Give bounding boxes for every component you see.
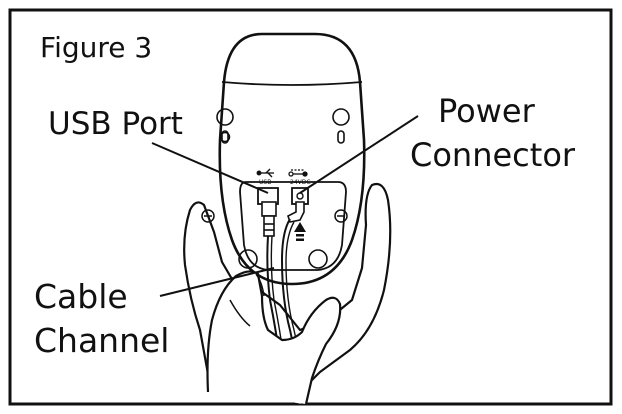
power-icon-text: 24VDC: [290, 179, 311, 186]
power-connector-label-line1: Power: [438, 92, 535, 130]
hand-thumb-line: [255, 273, 265, 297]
cable-channel-label-line2: Channel: [34, 321, 170, 360]
foot-left: [238, 249, 258, 269]
cable-leader-line: [159, 267, 275, 297]
left-side-marker: [201, 209, 215, 223]
mounting-holes: [216, 108, 350, 144]
hand-finger-line: [229, 299, 251, 327]
usb-port-icon: [256, 168, 274, 178]
power-connector-label-line2: Connector: [410, 136, 576, 174]
scanner-top-band: [221, 81, 363, 86]
right-side-marker: [334, 209, 348, 223]
usb-cable-plug: [261, 201, 277, 237]
power-leader-line: [299, 115, 419, 194]
figure-frame: [8, 8, 613, 406]
figure-title: Figure 3: [40, 31, 153, 64]
cable-channel-label-line1: Cable: [34, 277, 128, 316]
up-arrow-marker: [294, 222, 306, 241]
hand-front: [206, 270, 342, 405]
foot-right: [308, 249, 328, 269]
usb-icon-text: USB: [259, 179, 271, 186]
power-port-icon: [288, 169, 308, 177]
usb-leader-line: [151, 142, 269, 194]
usb-port-label: USB Port: [48, 106, 183, 142]
power-cable-plug: [287, 201, 305, 223]
